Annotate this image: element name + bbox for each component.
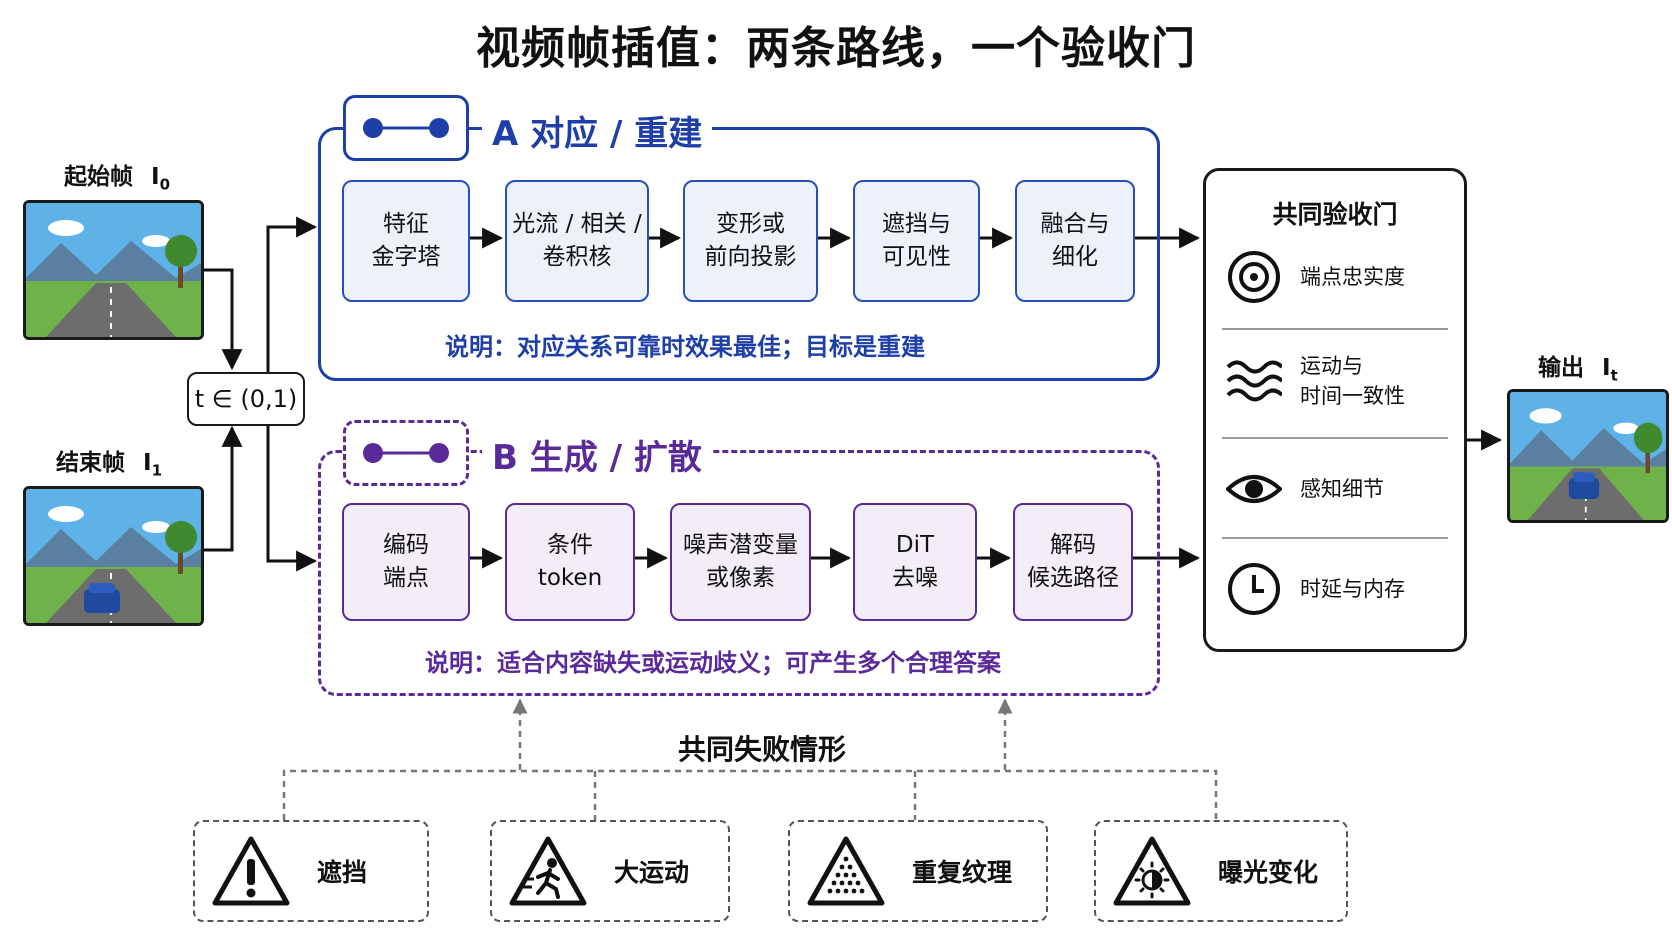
route-b-step-3: 噪声潜变量 或像素 (670, 503, 811, 621)
route-b-step-5: 解码 候选路径 (1013, 503, 1133, 621)
dotted-triangle-icon (807, 836, 885, 906)
link-chain-icon (343, 420, 469, 486)
failure-large-motion: 大运动 (490, 820, 730, 922)
failure-occlusion: 遮挡 (193, 820, 429, 922)
route-a-step-2: 光流 / 相关 / 卷积核 (505, 180, 649, 302)
route-b-step-4: DiT 去噪 (853, 503, 977, 621)
end-frame-image (23, 486, 204, 626)
running-person-icon (509, 836, 587, 906)
clock-icon (1226, 561, 1282, 617)
exposure-icon (1113, 836, 1191, 906)
failures-title: 共同失败情形 (672, 728, 853, 768)
divider (1222, 437, 1448, 439)
route-b-title: B 生成 / 扩散 (482, 430, 712, 479)
gate-item-endpoint-fidelity: 端点忠实度 (1226, 249, 1405, 305)
route-a-step-3: 变形或 前向投影 (683, 180, 818, 302)
wave-icon (1226, 353, 1282, 409)
failure-repetitive-texture: 重复纹理 (788, 820, 1048, 922)
route-a-step-4: 遮挡与 可见性 (853, 180, 980, 302)
gate-item-latency-memory: 时延与内存 (1226, 561, 1405, 617)
route-b-step-1: 编码 端点 (342, 503, 470, 621)
route-a-step-1: 特征 金字塔 (342, 180, 470, 302)
time-parameter-box: t ∈ (0,1) (187, 372, 305, 426)
route-a-title: A 对应 / 重建 (482, 106, 713, 155)
output-frame-image (1507, 389, 1669, 523)
end-frame-label: 结束帧 I1 (56, 450, 163, 480)
gate-item-perceptual-detail: 感知细节 (1226, 461, 1384, 517)
route-b-panel (318, 450, 1160, 696)
target-icon (1226, 249, 1282, 305)
warning-icon (212, 836, 290, 906)
divider (1222, 537, 1448, 539)
eye-icon (1226, 461, 1282, 517)
link-chain-icon (343, 95, 469, 161)
start-frame-image (23, 200, 204, 340)
start-frame-label: 起始帧 I0 (64, 164, 171, 194)
failure-exposure-change: 曝光变化 (1094, 820, 1348, 922)
route-a-panel (318, 127, 1160, 381)
route-a-step-5: 融合与 细化 (1015, 180, 1135, 302)
gate-item-motion-consistency: 运动与 时间一致性 (1226, 351, 1405, 412)
output-frame-label: 输出 It (1538, 355, 1618, 385)
acceptance-gate-panel: 共同验收门 端点忠实度 运动与 时间一致性 感知细节 时延与内存 (1203, 168, 1467, 652)
page-title: 视频帧插值：两条路线，一个验收门 (476, 23, 1196, 74)
route-b-note: 说明：适合内容缺失或运动歧义；可产生多个合理答案 (425, 649, 1001, 677)
route-b-step-2: 条件 token (505, 503, 635, 621)
divider (1222, 328, 1448, 330)
route-a-note: 说明：对应关系可靠时效果最佳；目标是重建 (445, 333, 925, 361)
gate-title: 共同验收门 (1272, 200, 1398, 229)
